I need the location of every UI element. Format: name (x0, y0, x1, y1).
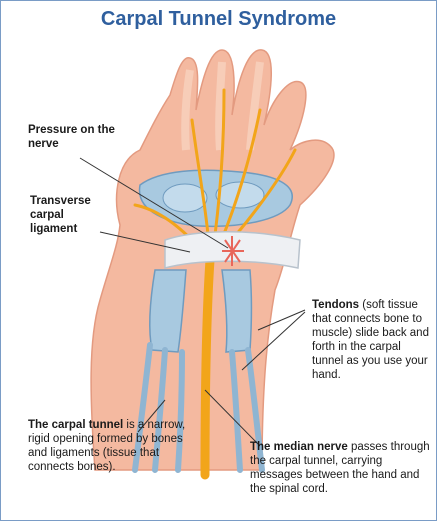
diagram-title: Carpal Tunnel Syndrome (0, 8, 437, 31)
label-median-nerve: The median nerve passes through the carp… (250, 440, 430, 496)
label-tendons-text: (soft tissue that connects bone to muscl… (312, 299, 429, 381)
label-carpal-tunnel: The carpal tunnel is a narrow, rigid ope… (28, 418, 198, 474)
label-tendons: Tendons (soft tissue that connects bone … (312, 298, 430, 382)
label-transverse-carpal-ligament: Transverse carpal ligament (30, 194, 110, 236)
label-carpal-tunnel-title: The carpal tunnel (28, 419, 123, 431)
label-median-nerve-title: The median nerve (250, 441, 348, 453)
label-pressure-on-nerve: Pressure on the nerve (28, 123, 118, 151)
ulna-bone (222, 270, 252, 352)
pressure-burst (222, 236, 244, 266)
label-tendons-title: Tendons (312, 299, 359, 311)
